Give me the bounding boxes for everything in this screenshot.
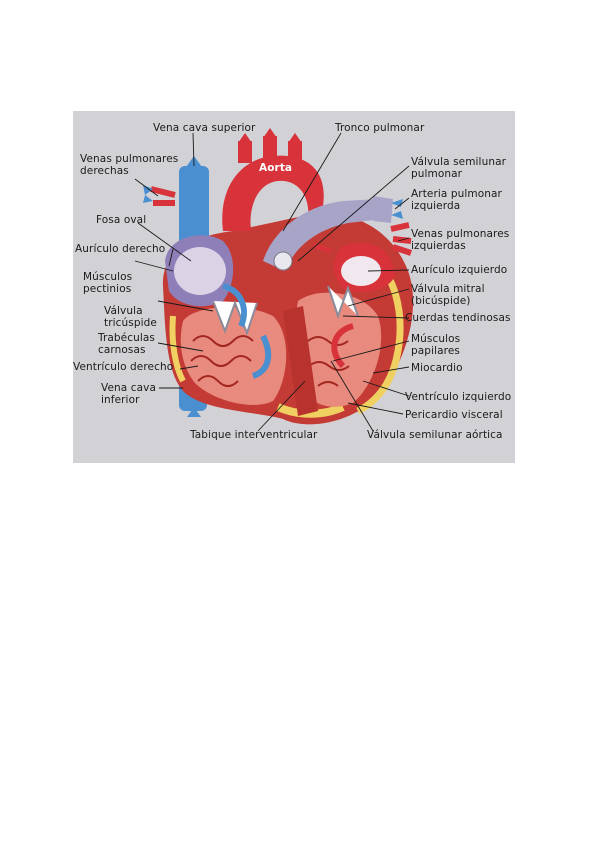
label-arteria-pulmonar-izquierda-2: izquierda [411, 200, 460, 212]
label-ventriculo-izquierdo: Ventrículo izquierdo [405, 391, 511, 403]
label-valvula-tricuspide-1: Válvula [104, 305, 143, 317]
label-valvula-semilunar-aortica: Válvula semilunar aórtica [367, 429, 503, 441]
label-musculos-pectinios-2: pectinios [83, 283, 131, 295]
label-musculos-pectinios-1: Músculos [83, 271, 132, 283]
label-valvula-mitral-1: Válvula mitral [411, 283, 485, 295]
pulmonary-valve-shape [274, 252, 292, 270]
label-venas-pulmonares-derechas-1: Venas pulmonares [80, 153, 178, 165]
label-valvula-mitral-2: (bicúspide) [411, 295, 470, 307]
left-pulmonary-artery-shape [373, 196, 393, 223]
label-trabeculas-carnosas-1: Trabéculas [98, 332, 155, 344]
label-vena-cava-inferior-2: inferior [101, 394, 140, 406]
label-arteria-pulmonar-izquierda-1: Arteria pulmonar [411, 188, 502, 200]
label-fosa-oval: Fosa oval [96, 214, 146, 226]
label-vena-cava-inferior-1: Vena cava [101, 382, 156, 394]
label-auriculo-izquierdo: Aurículo izquierdo [411, 264, 507, 276]
heart-diagram: Vena cava superior Tronco pulmonar Venas… [73, 111, 515, 463]
label-musculos-papilares-1: Músculos [411, 333, 460, 345]
left-pulmonary-veins-shape [391, 225, 411, 253]
label-auriculo-derecho: Aurículo derecho [75, 243, 165, 255]
label-tronco-pulmonar: Tronco pulmonar [335, 122, 424, 134]
label-musculos-papilares-2: papilares [411, 345, 460, 357]
label-valvula-semilunar-pulmonar-2: pulmonar [411, 168, 462, 180]
label-venas-pulmonares-izquierdas-2: izquierdas [411, 240, 466, 252]
label-cuerdas-tendinosas: Cuerdas tendinosas [405, 312, 511, 324]
label-ventriculo-derecho: Ventrículo derecho [73, 361, 173, 373]
label-valvula-tricuspide-2: tricúspide [104, 317, 157, 329]
label-miocardio: Miocardio [411, 362, 463, 374]
label-venas-pulmonares-derechas-2: derechas [80, 165, 129, 177]
aortic-branch-2 [263, 136, 277, 158]
label-pericardio-visceral: Pericardio visceral [405, 409, 503, 421]
label-venas-pulmonares-izquierdas-1: Venas pulmonares [411, 228, 509, 240]
aortic-branch-1 [238, 141, 252, 163]
right-pulmonary-veins-shape [151, 189, 175, 203]
aortic-branch-3 [288, 141, 302, 163]
label-valvula-semilunar-pulmonar-1: Válvula semilunar [411, 156, 506, 168]
label-tabique-interventricular: Tabique interventricular [190, 429, 317, 441]
pulmonary-artery-arrows-icon [391, 199, 403, 219]
label-vena-cava-superior: Vena cava superior [153, 122, 255, 134]
label-trabeculas-carnosas-2: carnosas [98, 344, 146, 356]
label-aorta: Aorta [259, 162, 292, 174]
